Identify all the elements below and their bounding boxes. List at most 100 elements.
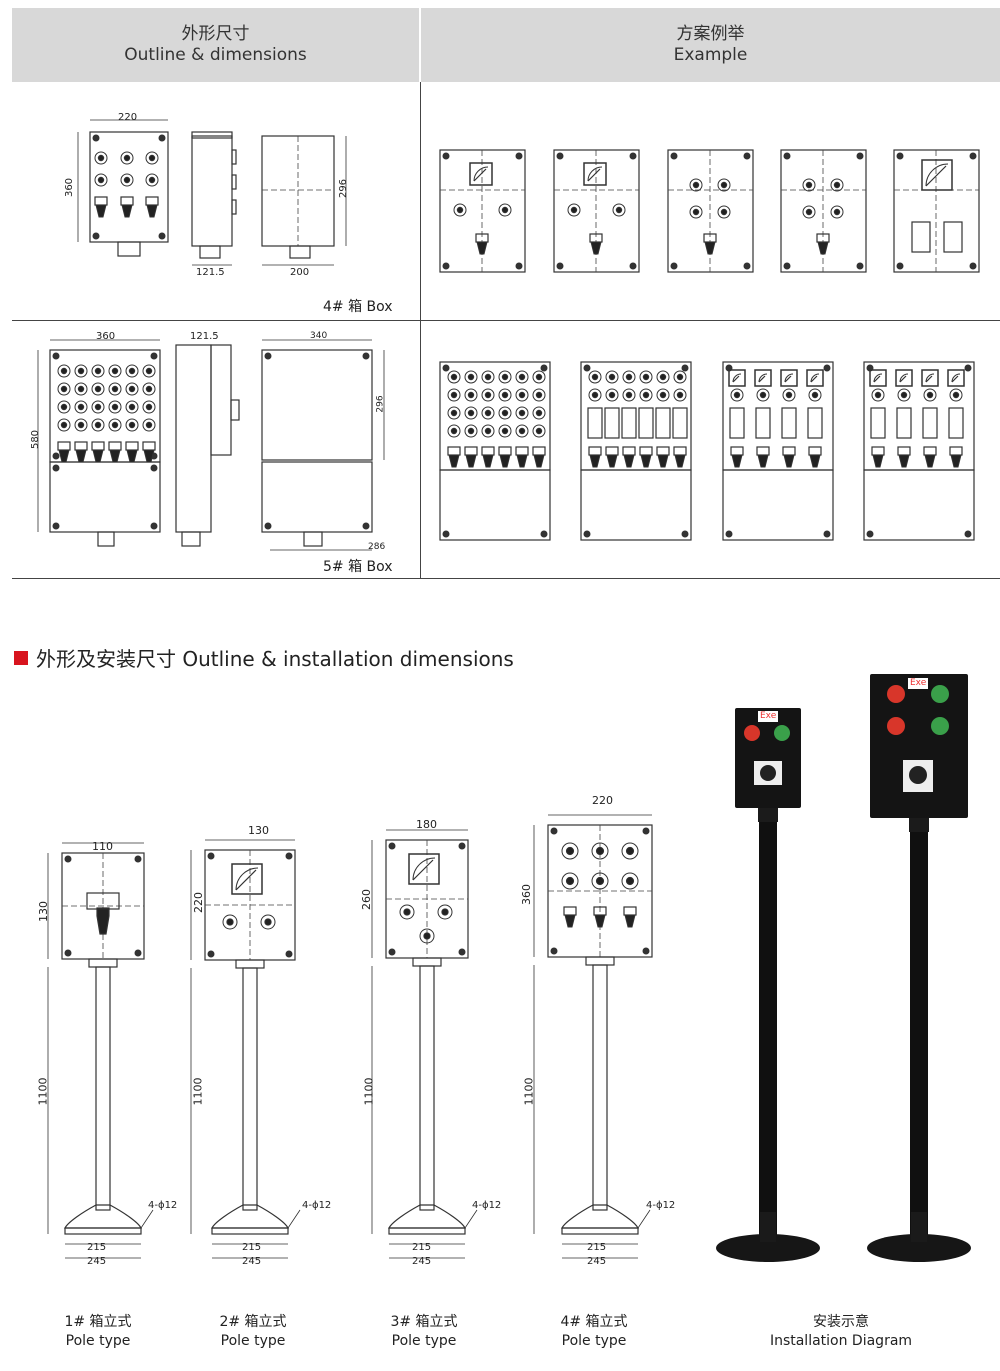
bolt-icon — [556, 152, 564, 160]
bolt-icon — [158, 134, 166, 142]
pilot-lamp-icon — [900, 391, 908, 399]
bolt-icon — [725, 530, 733, 538]
enclosure-box — [893, 149, 980, 273]
section-title-text: 外形及安装尺寸 Outline & installation dimension… — [36, 647, 514, 671]
selector-switch-icon — [731, 454, 743, 468]
pilot-lamp-icon — [447, 370, 461, 384]
pilot-lamp-icon — [501, 206, 509, 214]
table-divider — [12, 320, 1000, 321]
selector-switch-icon — [465, 454, 477, 468]
meter-icon — [780, 369, 798, 387]
bolt-icon — [540, 364, 548, 372]
pole3-length: 1100 — [362, 1077, 376, 1106]
pilot-lamp-icon — [57, 382, 71, 396]
bolt-icon — [783, 262, 791, 270]
pushbutton-icon — [943, 221, 963, 253]
pushbutton-icon — [621, 407, 637, 439]
red-indicator-icon — [744, 725, 760, 741]
selector-switch-icon — [809, 454, 821, 468]
pilot-lamp-icon — [94, 367, 102, 375]
table-divider — [12, 578, 1000, 579]
pilot-lamp-icon — [145, 151, 159, 165]
pilot-lamp-icon — [94, 421, 102, 429]
bolt-icon — [670, 262, 678, 270]
pole-base — [911, 1212, 927, 1242]
pilot-lamp-icon — [60, 421, 68, 429]
pilot-lamp-icon — [467, 391, 475, 399]
pushbutton-icon — [896, 407, 912, 439]
pilot-lamp-icon — [802, 205, 816, 219]
bolt-icon — [92, 232, 100, 240]
pilot-lamp-icon — [145, 421, 153, 429]
pilot-lamp-icon — [260, 914, 276, 930]
bolt-icon — [207, 950, 215, 958]
pilot-lamp-icon — [94, 403, 102, 411]
pilot-lamp-icon — [74, 364, 88, 378]
drawing-line — [140, 1209, 154, 1229]
bolt-icon — [150, 464, 158, 472]
pilot-lamp-icon — [923, 388, 937, 402]
pilot-lamp-icon — [565, 846, 575, 856]
pilot-lamp-icon — [621, 872, 639, 890]
pilot-lamp-icon — [453, 203, 467, 217]
pole4-hole: 4-ϕ12 — [646, 1200, 676, 1211]
pilot-lamp-icon — [621, 842, 639, 860]
bolt-icon — [134, 949, 142, 957]
pushbutton-icon — [870, 407, 886, 439]
pole-base — [760, 1212, 776, 1242]
meter-icon — [784, 375, 792, 383]
pilot-lamp-icon — [128, 403, 136, 411]
pilot-lamp-icon — [142, 400, 156, 414]
pilot-lamp-icon — [830, 178, 844, 192]
selector-switch-icon — [58, 449, 70, 463]
pilot-lamp-icon — [484, 409, 492, 417]
pilot-lamp-icon — [467, 409, 475, 417]
side-view — [231, 199, 237, 215]
pilot-lamp-icon — [125, 418, 139, 432]
pilot-lamp-icon — [952, 391, 960, 399]
pilot-lamp-icon — [622, 388, 636, 402]
pilot-lamp-icon — [811, 391, 819, 399]
meter-icon — [925, 163, 949, 187]
pilot-lamp-icon — [148, 154, 156, 162]
selector-switch-icon — [950, 454, 962, 468]
pilot-lamp-icon — [145, 385, 153, 393]
pilot-lamp-icon — [605, 388, 619, 402]
bolt-icon — [681, 530, 689, 538]
pilot-lamp-icon — [501, 373, 509, 381]
header-en: Example — [673, 45, 748, 65]
pushbutton-icon — [587, 407, 603, 439]
selector-switch-icon — [589, 454, 601, 468]
bolt-icon — [964, 364, 972, 372]
pilot-lamp-icon — [399, 904, 415, 920]
pilot-lamp-icon — [498, 370, 512, 384]
pole-flange — [412, 957, 442, 967]
pilot-lamp-icon — [97, 154, 105, 162]
selector-switch-icon — [872, 454, 884, 468]
selector-switch-icon — [448, 454, 460, 468]
pilot-lamp-icon — [673, 388, 687, 402]
pilot-lamp-icon — [484, 391, 492, 399]
selector-switch-icon — [92, 449, 104, 463]
pole1-height: 130 — [37, 901, 50, 922]
pole4-base2: 245 — [587, 1256, 607, 1267]
pole-shaft — [242, 967, 258, 1211]
pilot-lamp-icon — [91, 364, 105, 378]
caption-en: Pole type — [220, 1333, 286, 1349]
meter-icon — [869, 369, 887, 387]
dim-5-height: 580 — [30, 429, 42, 450]
selector-switch-icon — [57, 441, 71, 451]
bolt-icon — [264, 352, 272, 360]
bolt-icon — [150, 352, 158, 360]
pilot-lamp-icon — [642, 391, 650, 399]
header-en: Outline & dimensions — [124, 45, 307, 65]
selector-switch-icon — [730, 446, 744, 456]
pilot-lamp-icon — [733, 391, 741, 399]
pilot-lamp-icon — [450, 427, 458, 435]
pilot-lamp-icon — [60, 367, 68, 375]
selector-switch-icon — [143, 449, 155, 463]
pole-base — [716, 1234, 820, 1262]
pole1-width: 110 — [92, 840, 113, 853]
selector-switch-icon — [91, 441, 105, 451]
meter-icon — [947, 369, 965, 387]
